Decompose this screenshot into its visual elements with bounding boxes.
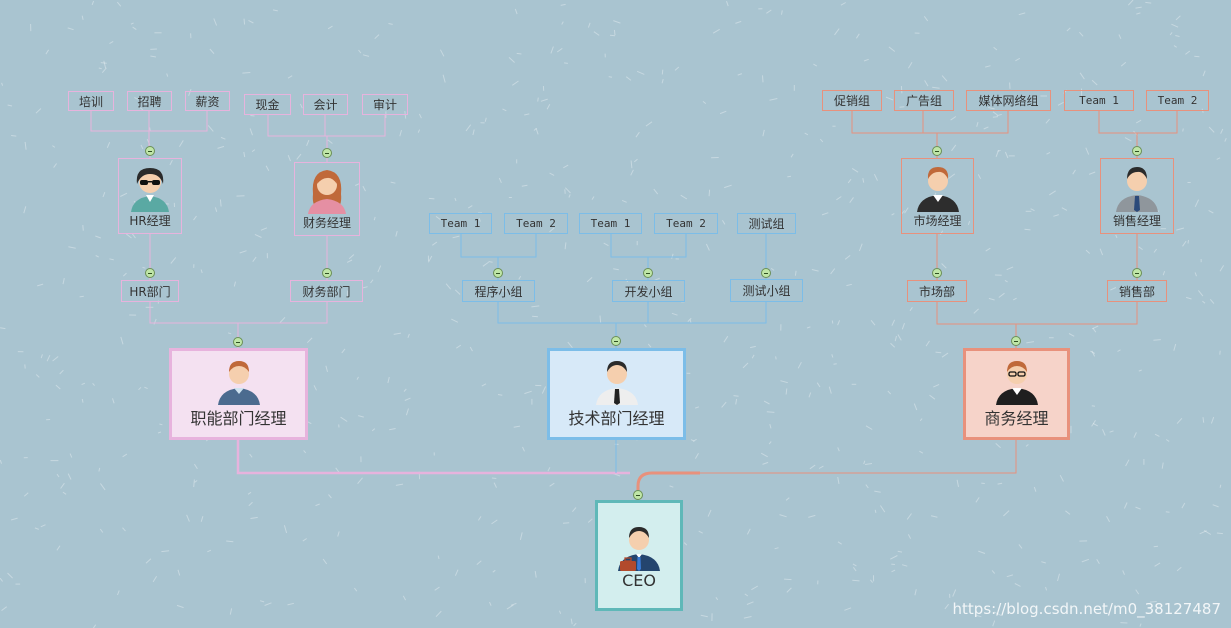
test-group-node[interactable]: 测试小组 <box>730 279 803 302</box>
collapse-toggle-icon[interactable] <box>1011 336 1021 346</box>
collapse-toggle-icon[interactable] <box>643 268 653 278</box>
market-manager-node[interactable]: 市场经理 <box>901 158 974 234</box>
functional-manager-node[interactable]: 职能部门经理 <box>169 348 308 440</box>
collapse-toggle-icon[interactable] <box>322 268 332 278</box>
hr-manager-node[interactable]: HR经理 <box>118 158 182 234</box>
test-team-node[interactable]: 测试组 <box>737 213 796 234</box>
manager-title: HR经理 <box>129 214 171 228</box>
program-team-node[interactable]: Team 2 <box>504 213 568 234</box>
ceo-title: CEO <box>622 571 656 590</box>
collapse-toggle-icon[interactable] <box>145 146 155 156</box>
collapse-toggle-icon[interactable] <box>932 146 942 156</box>
collapse-toggle-icon[interactable] <box>761 268 771 278</box>
manager-title: 职能部门经理 <box>190 409 287 428</box>
manager-title: 财务经理 <box>302 216 351 230</box>
hr-task-node[interactable]: 招聘 <box>127 91 172 111</box>
hr-department-node[interactable]: HR部门 <box>121 280 179 302</box>
finance-manager-node[interactable]: 财务经理 <box>294 162 360 236</box>
dev-team-node[interactable]: Team 2 <box>654 213 718 234</box>
collapse-toggle-icon[interactable] <box>322 148 332 158</box>
collapse-toggle-icon[interactable] <box>932 268 942 278</box>
collapse-toggle-icon[interactable] <box>233 337 243 347</box>
dev-group-node[interactable]: 开发小组 <box>612 280 685 302</box>
market-team-node[interactable]: 广告组 <box>894 90 954 111</box>
manager-title: 技术部门经理 <box>568 409 665 428</box>
manager-title: 商务经理 <box>984 409 1049 428</box>
collapse-toggle-icon[interactable] <box>1132 268 1142 278</box>
collapse-toggle-icon[interactable] <box>633 490 643 500</box>
woman-sunglasses-avatar-icon <box>131 168 169 212</box>
business-manager-node[interactable]: 商务经理 <box>963 348 1070 440</box>
man-avatar-icon <box>217 361 260 405</box>
man-suit-avatar-icon <box>916 167 959 212</box>
collapse-toggle-icon[interactable] <box>611 336 621 346</box>
collapse-toggle-icon[interactable] <box>1132 146 1142 156</box>
sales-manager-node[interactable]: 销售经理 <box>1100 158 1174 234</box>
program-group-node[interactable]: 程序小组 <box>462 280 535 302</box>
manager-title: 销售经理 <box>1112 214 1161 228</box>
man-grey-suit-avatar-icon <box>1116 167 1158 212</box>
man-white-shirt-avatar-icon <box>595 361 638 405</box>
finance-task-node[interactable]: 审计 <box>362 94 408 115</box>
sales-department-node[interactable]: 销售部 <box>1107 280 1167 302</box>
finance-task-node[interactable]: 会计 <box>303 94 348 115</box>
market-team-node[interactable]: 媒体网络组 <box>966 90 1051 111</box>
sales-team-node[interactable]: Team 2 <box>1146 90 1209 111</box>
program-team-node[interactable]: Team 1 <box>429 213 492 234</box>
woman-avatar-icon <box>308 170 346 214</box>
collapse-toggle-icon[interactable] <box>493 268 503 278</box>
manager-title: 市场经理 <box>913 214 962 228</box>
finance-task-node[interactable]: 现金 <box>244 94 291 115</box>
finance-department-node[interactable]: 财务部门 <box>290 280 363 302</box>
sales-team-node[interactable]: Team 1 <box>1064 90 1134 111</box>
hr-task-node[interactable]: 培训 <box>68 91 114 111</box>
tech-manager-node[interactable]: 技术部门经理 <box>547 348 686 440</box>
dev-team-node[interactable]: Team 1 <box>579 213 642 234</box>
hr-task-node[interactable]: 薪资 <box>185 91 230 111</box>
watermark: https://blog.csdn.net/m0_38127487 <box>952 600 1221 618</box>
man-glasses-avatar-icon <box>995 361 1038 405</box>
market-department-node[interactable]: 市场部 <box>907 280 967 302</box>
ceo-node[interactable]: CEO <box>595 500 683 611</box>
market-team-node[interactable]: 促销组 <box>822 90 882 111</box>
collapse-toggle-icon[interactable] <box>145 268 155 278</box>
ceo-avatar-icon <box>618 527 660 571</box>
